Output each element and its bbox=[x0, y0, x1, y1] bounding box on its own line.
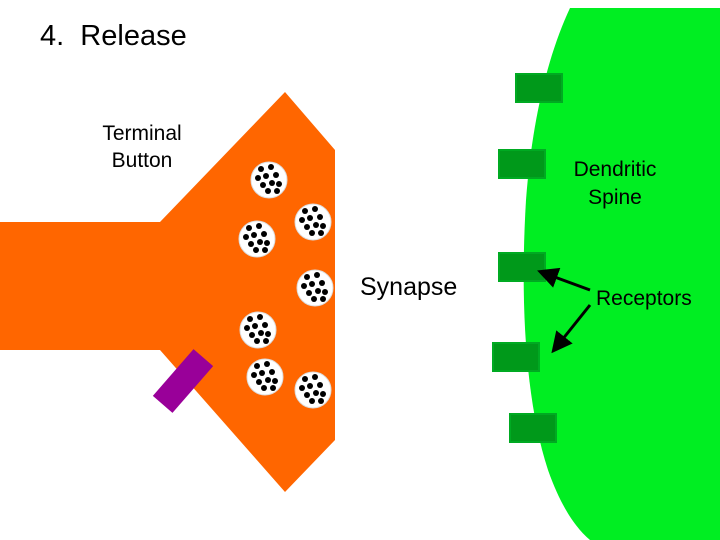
neurotransmitter-dot bbox=[315, 288, 321, 294]
neurotransmitter-dot bbox=[253, 247, 259, 253]
receptor-arrow bbox=[551, 304, 592, 354]
neurotransmitter-dot bbox=[320, 296, 326, 302]
neurotransmitter-dot bbox=[313, 390, 319, 396]
neurotransmitter-dot bbox=[257, 239, 263, 245]
vesicle bbox=[238, 220, 276, 258]
neurotransmitter-dot bbox=[272, 378, 278, 384]
neurotransmitter-dot bbox=[322, 289, 328, 295]
neurotransmitter-dot bbox=[265, 331, 271, 337]
receptor bbox=[515, 73, 563, 103]
neurotransmitter-dot bbox=[265, 188, 271, 194]
neurotransmitter-dot bbox=[264, 240, 270, 246]
neurotransmitter-dot bbox=[306, 290, 312, 296]
dendritic-spine-label: Dendritic Spine bbox=[573, 158, 657, 209]
neurotransmitter-dot bbox=[304, 224, 310, 230]
ion-channel bbox=[152, 349, 214, 413]
neurotransmitter-dot bbox=[304, 392, 310, 398]
dendritic-spine-shape bbox=[523, 8, 720, 540]
neurotransmitter-dot bbox=[320, 391, 326, 397]
vesicle bbox=[250, 161, 288, 199]
neurotransmitter-dot bbox=[248, 241, 254, 247]
neurotransmitter-dot bbox=[317, 382, 323, 388]
neurotransmitter-dot bbox=[265, 377, 271, 383]
neurotransmitter-dot bbox=[276, 181, 282, 187]
neurotransmitter-dot bbox=[251, 232, 257, 238]
neurotransmitter-dot bbox=[269, 180, 275, 186]
neurotransmitter-dot bbox=[249, 332, 255, 338]
neurotransmitter-dot bbox=[307, 215, 313, 221]
neurotransmitter-dot bbox=[261, 385, 267, 391]
receptors-group bbox=[492, 73, 563, 443]
neurotransmitter-dot bbox=[246, 225, 252, 231]
neurotransmitter-dot bbox=[299, 385, 305, 391]
vesicle bbox=[296, 269, 334, 307]
neurotransmitter-dot bbox=[268, 164, 274, 170]
neurotransmitter-dot bbox=[309, 230, 315, 236]
neurotransmitter-dot bbox=[251, 372, 257, 378]
neurotransmitter-dot bbox=[263, 173, 269, 179]
neurotransmitter-dot bbox=[307, 383, 313, 389]
receptor bbox=[492, 342, 540, 372]
neurotransmitter-dot bbox=[313, 222, 319, 228]
neurotransmitter-dot bbox=[262, 247, 268, 253]
neurotransmitter-dot bbox=[270, 385, 276, 391]
neurotransmitter-dot bbox=[258, 166, 264, 172]
receptor bbox=[498, 149, 546, 179]
neurotransmitter-dot bbox=[318, 398, 324, 404]
neurotransmitter-dot bbox=[256, 223, 262, 229]
neurotransmitter-dot bbox=[262, 322, 268, 328]
receptor bbox=[509, 413, 557, 443]
terminal-button-shape bbox=[0, 92, 335, 492]
neurotransmitter-dot bbox=[318, 230, 324, 236]
vesicle bbox=[294, 371, 332, 409]
receptors-label: Receptors bbox=[596, 287, 692, 310]
terminal-button-label: Terminal Button bbox=[102, 122, 182, 172]
neurotransmitter-dot bbox=[312, 374, 318, 380]
neurotransmitter-dot bbox=[252, 323, 258, 329]
neurotransmitter-dot bbox=[302, 376, 308, 382]
vesicle bbox=[294, 203, 332, 241]
neurotransmitter-dot bbox=[309, 398, 315, 404]
neurotransmitter-dot bbox=[258, 330, 264, 336]
neurotransmitter-dot bbox=[269, 369, 275, 375]
neurotransmitter-dot bbox=[254, 363, 260, 369]
neurotransmitter-dot bbox=[301, 283, 307, 289]
neurotransmitter-dot bbox=[302, 208, 308, 214]
neurotransmitter-dot bbox=[319, 280, 325, 286]
neurotransmitter-dot bbox=[256, 379, 262, 385]
slide-title: 4. Release bbox=[40, 20, 187, 52]
neurotransmitter-dot bbox=[247, 316, 253, 322]
neurotransmitter-dot bbox=[299, 217, 305, 223]
neurotransmitter-dot bbox=[255, 175, 261, 181]
receptor-arrow bbox=[537, 267, 591, 292]
synapse-label: Synapse bbox=[360, 273, 458, 301]
neurotransmitter-dot bbox=[257, 314, 263, 320]
neurotransmitter-dot bbox=[273, 172, 279, 178]
vesicle bbox=[239, 311, 277, 349]
neurotransmitter-dot bbox=[309, 281, 315, 287]
vesicle bbox=[246, 358, 284, 396]
neurotransmitter-dot bbox=[254, 338, 260, 344]
neurotransmitter-dot bbox=[264, 361, 270, 367]
neurotransmitter-dot bbox=[244, 325, 250, 331]
neurotransmitter-dot bbox=[243, 234, 249, 240]
neurotransmitter-dot bbox=[263, 338, 269, 344]
neurotransmitter-dot bbox=[274, 188, 280, 194]
receptor bbox=[498, 252, 546, 282]
neurotransmitter-dot bbox=[312, 206, 318, 212]
neurotransmitter-dot bbox=[314, 272, 320, 278]
neurotransmitter-dot bbox=[311, 296, 317, 302]
neurotransmitter-dot bbox=[317, 214, 323, 220]
neurotransmitter-dot bbox=[304, 274, 310, 280]
neurotransmitter-dot bbox=[259, 370, 265, 376]
vesicles-group bbox=[238, 161, 334, 409]
neurotransmitter-dot bbox=[260, 182, 266, 188]
neurotransmitter-dot bbox=[320, 223, 326, 229]
neurotransmitter-dot bbox=[261, 231, 267, 237]
